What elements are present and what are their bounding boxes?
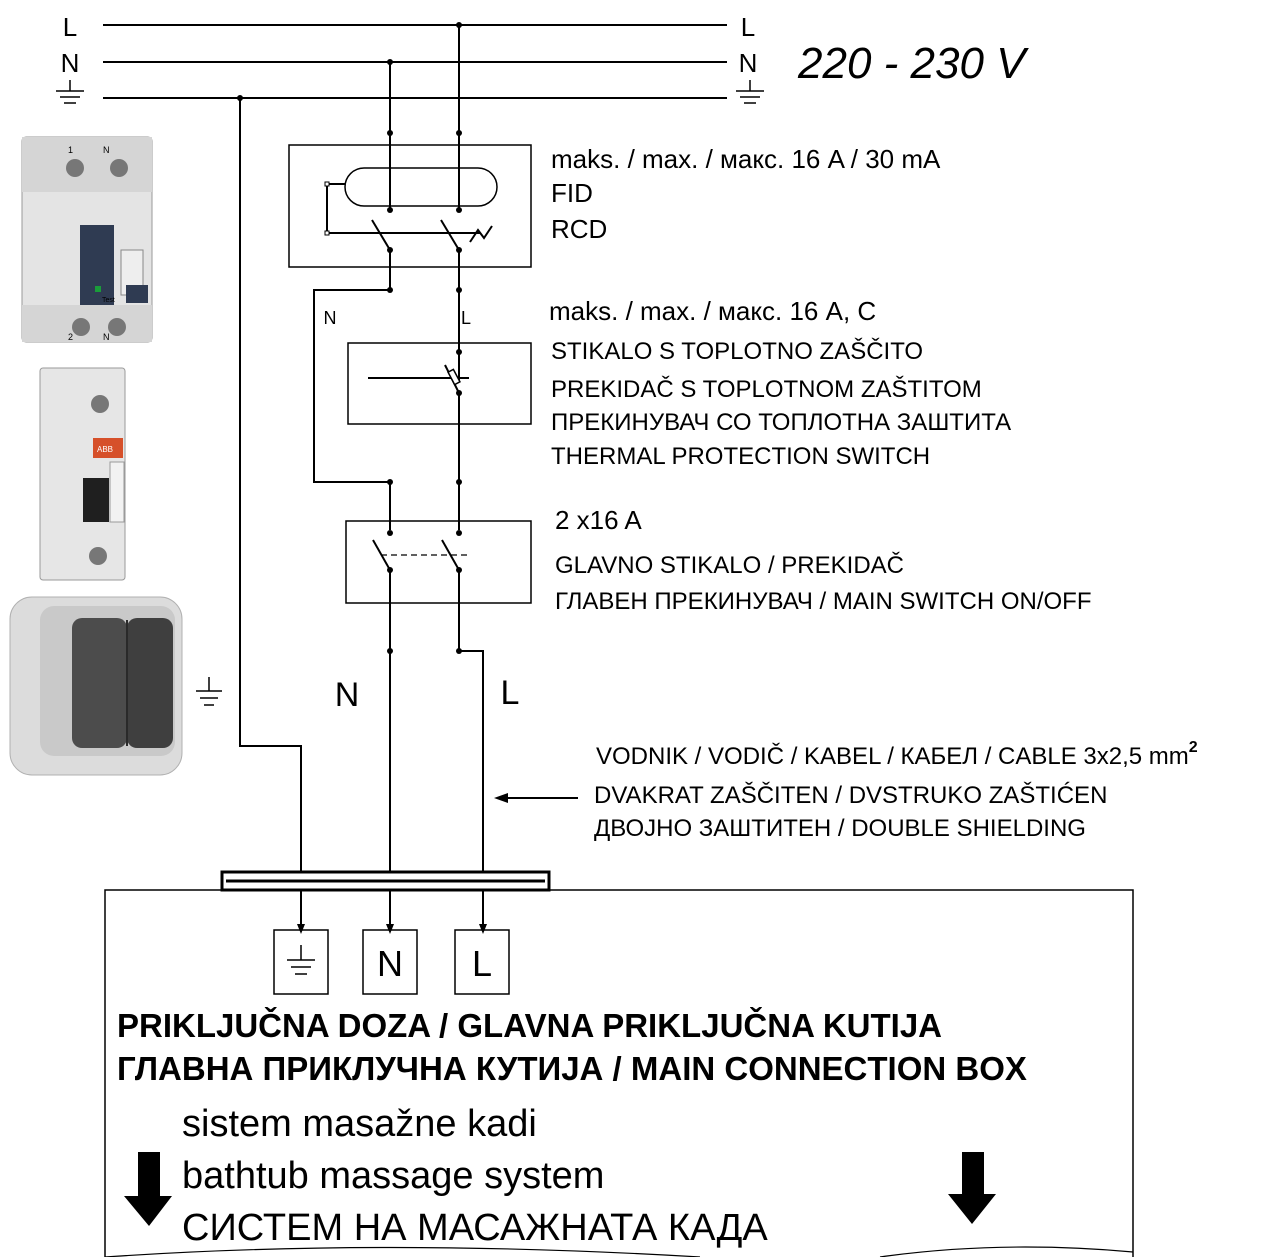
terminal-l: L	[454, 929, 510, 995]
mcb-device-icon: ABB	[39, 367, 126, 581]
svg-text:N: N	[103, 145, 110, 155]
terminal-pe	[273, 929, 329, 995]
right-l-label: L	[741, 12, 755, 42]
rcd-device-icon: 1 N Test 2 N	[21, 136, 153, 343]
svg-text:Test: Test	[102, 297, 115, 304]
voltage-label: 220 - 230 V	[797, 39, 1029, 88]
down-arrow-icon-left	[124, 1152, 172, 1226]
terminal-l-label: L	[472, 943, 492, 984]
svg-text:N: N	[103, 332, 110, 342]
wall-switch-ground-icon	[196, 677, 222, 706]
breaker-label-hr: PREKIDAČ S TOPLOTNOM ZAŠTITOM	[551, 375, 982, 403]
system-label-en: bathtub massage system	[182, 1155, 604, 1197]
left-n-label: N	[61, 48, 80, 78]
terminal-n: N	[362, 929, 418, 995]
output-n-label: N	[335, 676, 360, 714]
mains-lines: L N L N 220 - 230 V	[56, 12, 1029, 104]
left-ground-icon	[56, 80, 84, 104]
right-ground-icon	[736, 80, 764, 104]
svg-text:1: 1	[68, 145, 73, 155]
down-arrow-icon-right	[948, 1152, 996, 1224]
right-n-label: N	[739, 48, 758, 78]
breaker-label-mk: ПРЕКИНУВАЧ СО ТОПЛОТНА ЗАШТИТА	[551, 409, 1011, 436]
breaker-symbol	[347, 342, 532, 425]
breaker-n-label: N	[324, 308, 337, 328]
cable-arrow-icon	[494, 793, 578, 803]
breaker-label-en: THERMAL PROTECTION SWITCH	[551, 443, 930, 470]
breaker-label-sl: STIKALO S TOPLOTNO ZAŠČITO	[551, 337, 923, 365]
cable-spec-label: VODNIK / VODIČ / KABEL / КАБЕЛ / CABLE 3…	[596, 739, 1198, 770]
wall-switch-device-icon	[9, 596, 183, 776]
svg-text:2: 2	[68, 332, 73, 342]
connection-box	[104, 889, 1134, 1257]
main-switch-label-mk: ГЛАВЕН ПРЕКИНУВАЧ / MAIN SWITCH ON/OFF	[555, 588, 1091, 615]
connection-box-title-1: PRIKLJUČNA DOZA / GLAVNA PRIKLJUČNA KUTI…	[117, 1006, 942, 1044]
main-switch-label-sl: GLAVNO STIKALO / PREKIDAČ	[555, 551, 904, 579]
breaker-l-label: L	[461, 308, 471, 328]
system-label-sl: sistem masažne kadi	[182, 1103, 537, 1145]
terminal-ground-icon	[287, 945, 315, 975]
left-l-label: L	[63, 12, 77, 42]
connection-box-title-2: ГЛАВНА ПРИКЛУЧНА КУТИЈА / MAIN CONNECTIO…	[117, 1050, 1027, 1087]
rcd-rating-label: maks. / max. / макс. 16 A / 30 mA	[551, 144, 941, 174]
rcd-label: RCD	[551, 214, 607, 244]
svg-text:ABB: ABB	[97, 445, 113, 454]
rcd-fid-label: FID	[551, 178, 593, 208]
terminal-n-label: N	[377, 943, 403, 984]
system-label-mk: СИСТЕМ НА МАСАЖНАТА КАДА	[182, 1207, 768, 1249]
cable-shielding-label-2: ДВОЈНО ЗАШТИТЕН / DOUBLE SHIELDING	[594, 815, 1086, 842]
breaker-rating-label: maks. / max. / макс. 16 A, C	[549, 296, 876, 326]
rcd-symbol	[288, 144, 532, 268]
main-switch-rating-label: 2 x16 A	[555, 505, 642, 535]
cable-shielding-label-1: DVAKRAT ZAŠČITEN / DVSTRUKO ZAŠTIĆEN	[594, 781, 1107, 809]
output-l-label: L	[501, 674, 520, 712]
cable-gland	[220, 870, 551, 892]
main-switch-symbol	[345, 520, 532, 604]
